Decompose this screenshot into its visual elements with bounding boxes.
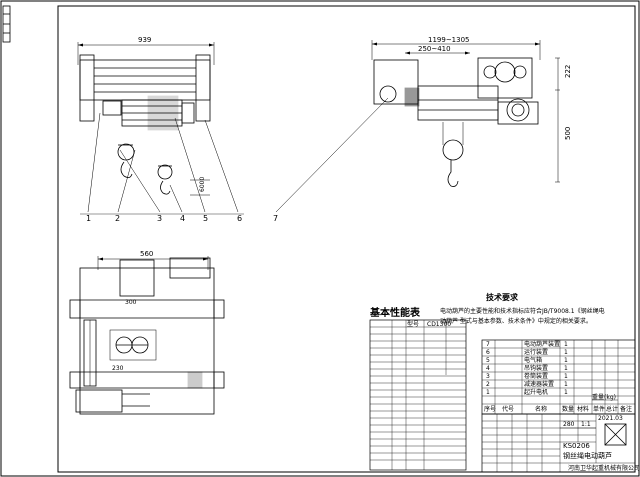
performance-table: 基本性能表 型号 CD1300 bbox=[369, 306, 467, 471]
plan-view: 560 300 230 bbox=[69, 250, 225, 415]
callout-2: 2 bbox=[115, 214, 120, 223]
dim-hook-height: 6000 bbox=[199, 177, 206, 192]
parts-row-name: 运行装置 bbox=[524, 348, 548, 356]
dim-side-inner: 250~410 bbox=[418, 45, 451, 53]
parts-header-remark: 备注 bbox=[620, 405, 632, 413]
parts-row-name: 卷筒装置 bbox=[524, 372, 548, 380]
plan-frame bbox=[79, 267, 215, 415]
title-company: 河南卫华起重机械有限公司 bbox=[568, 464, 640, 472]
tech-line-1: 电动葫芦的主要性能和技术指标应符合JB/T9008.1《钢丝绳电 bbox=[440, 307, 605, 315]
parts-row-qty: 1 bbox=[564, 373, 568, 380]
parts-header-weight: 重量(kg) bbox=[592, 393, 616, 401]
side-motor bbox=[506, 98, 530, 122]
tech-title: 技术要求 bbox=[486, 292, 519, 302]
parts-row-name: 电动葫芦装置 bbox=[524, 340, 560, 348]
parts-row-qty: 1 bbox=[564, 381, 568, 388]
parts-list-text: 7 电动葫芦装置 1 6 运行装置 1 5 电气箱 1 4 吊钩装置 1 3 卷… bbox=[484, 340, 632, 413]
parts-header-qty: 数量 bbox=[562, 405, 574, 413]
parts-row-no: 4 bbox=[486, 365, 490, 372]
title-drawing-no: KS0206 bbox=[563, 442, 590, 450]
callout-4: 4 bbox=[180, 214, 185, 223]
parts-row-qty: 1 bbox=[564, 389, 568, 396]
side-trolley bbox=[477, 57, 533, 99]
dim-top-width: 939 bbox=[138, 36, 151, 44]
callout-labels: 1 2 3 4 5 6 7 bbox=[86, 214, 278, 223]
parts-header-unit: 单件 bbox=[593, 405, 605, 413]
parts-header-name: 名称 bbox=[535, 405, 547, 413]
callout-3: 3 bbox=[157, 214, 162, 223]
parts-list bbox=[481, 339, 636, 415]
inner-border bbox=[57, 5, 636, 473]
title-block bbox=[481, 413, 636, 473]
callout-6: 6 bbox=[237, 214, 242, 223]
technical-requirements: 技术要求 电动葫芦的主要性能和技术指标应符合JB/T9008.1《钢丝绳电 动葫… bbox=[440, 292, 605, 325]
title-scale: 1:1 bbox=[581, 421, 591, 428]
parts-row-no: 2 bbox=[486, 381, 490, 388]
perf-header-model: 型号 bbox=[407, 320, 419, 328]
side-gearbox bbox=[373, 59, 419, 105]
side-hook-block bbox=[442, 139, 464, 161]
dim-side-height-top: 222 bbox=[564, 65, 572, 78]
dim-bottom-a: 300 bbox=[125, 299, 137, 306]
callout-7: 7 bbox=[273, 214, 278, 223]
dim-bottom-width: 560 bbox=[140, 250, 153, 258]
tech-line-2: 动葫芦 型式与基本参数、技术条件》中规定的相关要求。 bbox=[440, 317, 592, 325]
parts-row-qty: 1 bbox=[564, 341, 568, 348]
parts-row-name: 减速器装置 bbox=[524, 380, 554, 388]
dim-side-height-main: 500 bbox=[564, 127, 572, 140]
parts-header-material: 材料 bbox=[577, 405, 589, 413]
parts-header-seq: 序号 bbox=[484, 405, 496, 413]
parts-header-total: 总计 bbox=[606, 405, 618, 413]
parts-row-qty: 1 bbox=[564, 357, 568, 364]
plan-motor bbox=[75, 389, 123, 413]
front-main-frame bbox=[79, 59, 211, 101]
parts-header-code: 代号 bbox=[502, 405, 514, 413]
parts-row-name: 起升电机 bbox=[524, 388, 548, 396]
title-date: 2021.03 bbox=[598, 415, 623, 422]
title-mass: 280 bbox=[563, 421, 575, 428]
side-drum bbox=[417, 85, 499, 121]
parts-row-no: 3 bbox=[486, 373, 490, 380]
parts-row-no: 7 bbox=[486, 341, 490, 348]
dim-side-width: 1199~1305 bbox=[428, 36, 470, 44]
parts-row-qty: 1 bbox=[564, 365, 568, 372]
callout-5: 5 bbox=[203, 214, 208, 223]
parts-row-no: 5 bbox=[486, 357, 490, 364]
perf-header-value: CD1300 bbox=[427, 321, 451, 328]
front-hook-pulley-right bbox=[157, 164, 173, 180]
front-hook-pulley-left bbox=[117, 143, 135, 161]
parts-row-name: 吊钩装置 bbox=[524, 364, 548, 372]
callout-1: 1 bbox=[86, 214, 91, 223]
parts-row-name: 电气箱 bbox=[524, 356, 542, 364]
front-view: 939 6000 bbox=[77, 36, 215, 196]
title-drawing-title: 钢丝绳电动葫芦 bbox=[563, 451, 612, 460]
title-block-text: 280 1:1 2021.03 KS0206 钢丝绳电动葫芦 河南卫华起重机械有… bbox=[563, 415, 640, 472]
parts-row-no: 1 bbox=[486, 389, 490, 396]
parts-row-qty: 1 bbox=[564, 349, 568, 356]
dim-bottom-b: 230 bbox=[112, 365, 124, 372]
parts-row-no: 6 bbox=[486, 349, 490, 356]
side-view: 1199~1305 250~410 222 500 bbox=[371, 36, 572, 187]
callout-leaders bbox=[87, 97, 389, 213]
perf-title: 基本性能表 bbox=[369, 306, 421, 319]
